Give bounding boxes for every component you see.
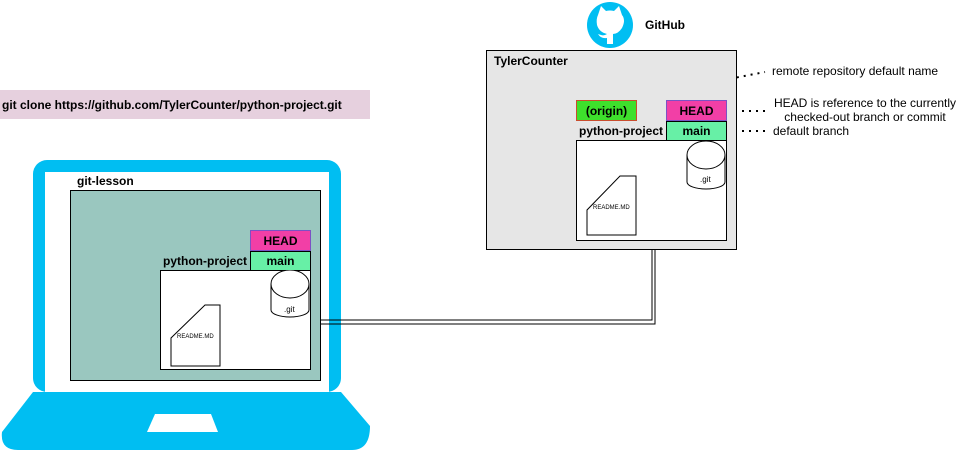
clone-connector bbox=[310, 241, 656, 325]
clone-command: git clone https://github.com/TylerCounte… bbox=[0, 90, 370, 119]
local-head-tag: HEAD bbox=[250, 230, 311, 251]
origin-note: remote repository default name bbox=[772, 64, 939, 78]
head-note-line2: checked-out branch or commit bbox=[784, 110, 946, 124]
remote-git-label-top: .git bbox=[700, 175, 711, 184]
origin-tag: (origin) bbox=[576, 100, 637, 121]
remote-head-tag: HEAD bbox=[666, 100, 727, 121]
local-folder-label: git-lesson bbox=[77, 174, 134, 188]
local-project-label: python-project bbox=[163, 254, 247, 268]
local-main-branch: main bbox=[250, 251, 311, 271]
local-git-label-top: .git bbox=[284, 305, 295, 314]
github-label: GitHub bbox=[645, 18, 685, 32]
head-note-line1: HEAD is reference to the currently bbox=[773, 96, 957, 110]
github-icon bbox=[587, 2, 633, 48]
remote-owner-label: TylerCounter bbox=[494, 54, 568, 68]
local-readme-label-top: README.MD bbox=[177, 334, 214, 340]
local-project-contents bbox=[170, 270, 310, 367]
remote-readme-label-top: README.MD bbox=[593, 205, 630, 211]
remote-main-branch: main bbox=[666, 121, 727, 141]
remote-project-contents bbox=[576, 140, 727, 241]
remote-project-label: python-project bbox=[579, 124, 663, 138]
main-note: default branch bbox=[773, 124, 850, 138]
